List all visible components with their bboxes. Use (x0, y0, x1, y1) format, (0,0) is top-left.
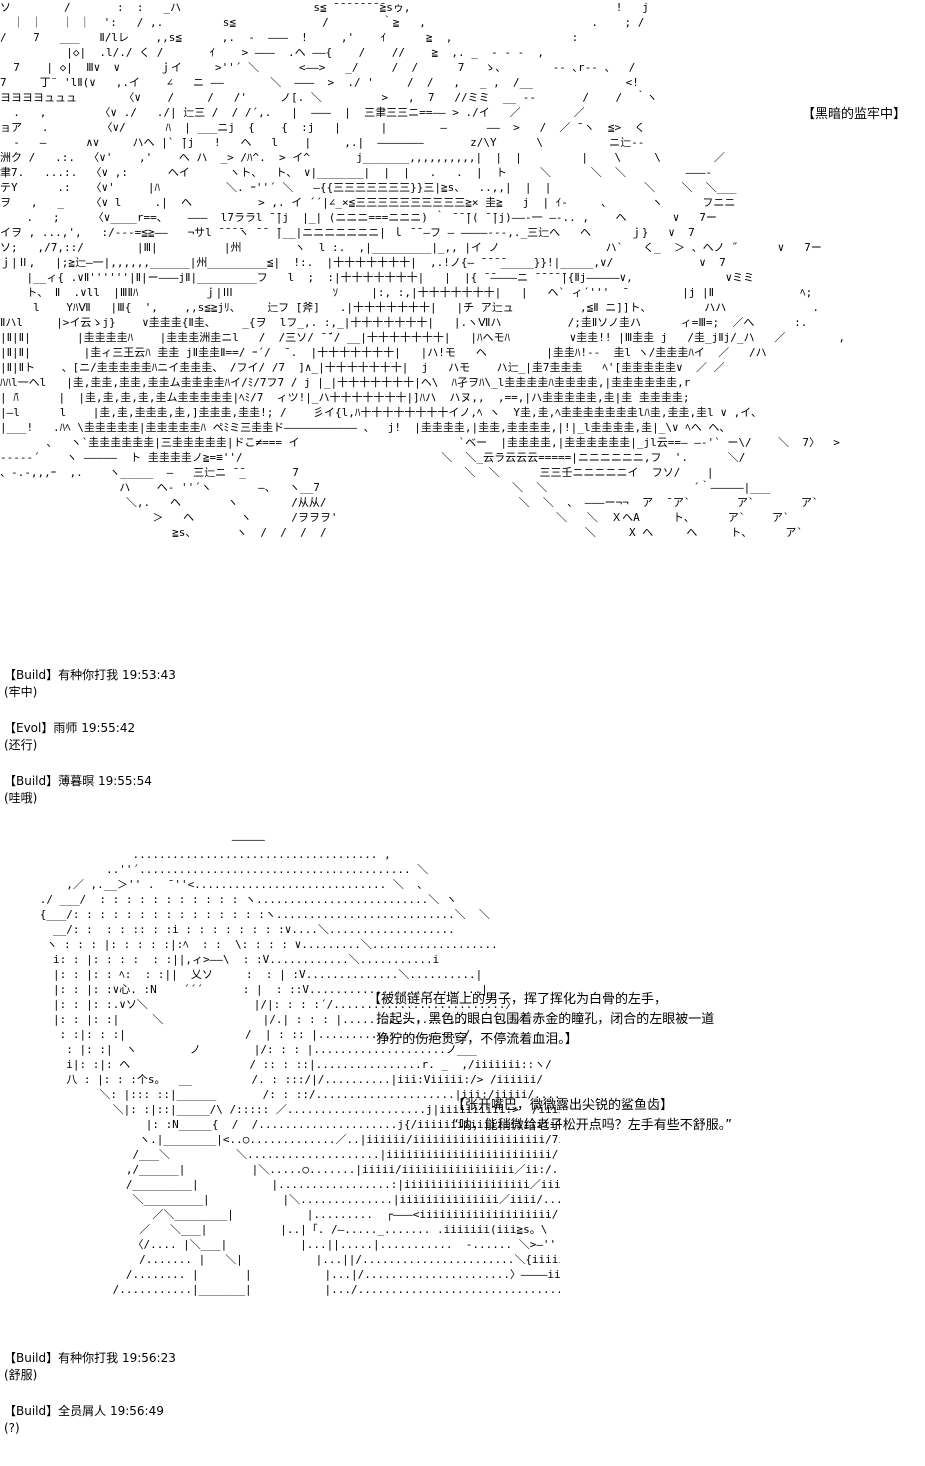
chat-action: (哇哦) (4, 791, 38, 805)
chat-user-name: 【Build】有种你打我 (4, 1351, 119, 1365)
chat-header: 【Build】薄暮暝 19:55:54 (4, 773, 152, 790)
chat-timestamp: 19:56:23 (121, 1351, 176, 1365)
chat-user-name: 【Build】全员屑人 (4, 1404, 107, 1418)
chat-header: 【Build】有种你打我 19:53:43 (4, 667, 176, 684)
narration-description: 【被锁链吊在墙上的男子，挥了挥化为白骨的左手， 抬起头，黑色的眼白包围着赤金的瞳… (368, 992, 715, 1047)
chat-timestamp: 19:53:43 (121, 668, 176, 682)
chat-action: (舒服) (4, 1368, 38, 1382)
chat-action: (还行) (4, 738, 38, 752)
chat-user-name: 【Build】有种你打我 (4, 668, 119, 682)
chat-user-name: 【Evol】雨师 (4, 721, 78, 735)
chat-timestamp: 19:55:42 (81, 721, 136, 735)
scene-label: 【黑暗的监牢中】 (802, 107, 907, 122)
narration-dialogue: 【张开嘴巴，微微露出尖锐的鲨鱼齿】 “呐，能稍微给老子松开点吗？左手有些不舒服。… (452, 1098, 732, 1133)
ascii-art-chained-man: ――――― ..................................… (39, 833, 560, 1296)
chat-action: (?) (4, 1421, 20, 1435)
chat-header: 【Build】有种你打我 19:56:23 (4, 1350, 176, 1367)
ascii-art-prison-scene: ソ / : : _ハ s≦ ̄ ̄ ̄ ̄ ̄ ̄ ̄ ̄≧sゥ, ! j ｜ … (0, 1, 846, 539)
chat-header: 【Evol】雨师 19:55:42 (4, 720, 135, 737)
chat-action: (牢中) (4, 685, 38, 699)
chat-timestamp: 19:55:54 (97, 774, 152, 788)
chat-user-name: 【Build】薄暮暝 (4, 774, 95, 788)
chat-header: 【Build】全员屑人 19:56:49 (4, 1403, 164, 1420)
chat-timestamp: 19:56:49 (109, 1404, 164, 1418)
